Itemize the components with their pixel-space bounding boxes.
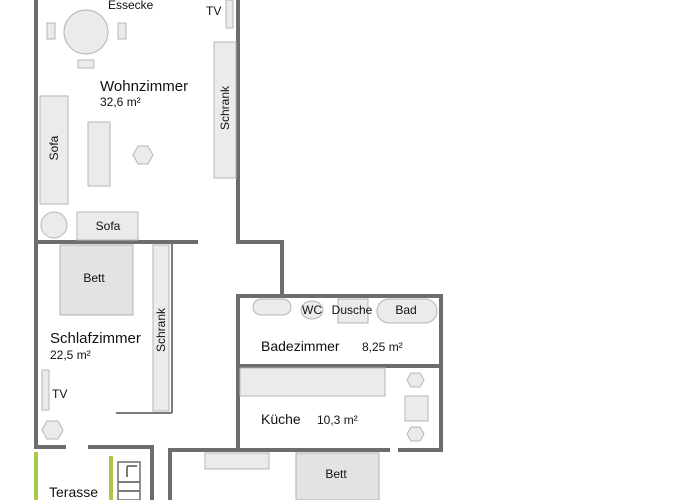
label-schrank-living: Schrank (218, 85, 232, 130)
room-name-badezimmer: Badezimmer (261, 338, 340, 354)
toilet (300, 300, 324, 320)
room-area-badezimmer: 8,25 m² (362, 340, 403, 354)
kitchen-hex-top (406, 372, 425, 388)
side-table-hex (132, 145, 154, 165)
sink (252, 298, 292, 316)
bedroom-furniture (41, 244, 170, 440)
bottom-counter (204, 452, 270, 470)
wardrobe-bedroom (152, 244, 170, 412)
labels: Essecke TV Schrank Wohnzimmer 32,6 m² So… (47, 0, 417, 500)
room-name-schlafzimmer: Schlafzimmer (50, 330, 141, 347)
shower (337, 298, 369, 324)
kitchen-table (404, 395, 429, 422)
bottom-furniture (117, 452, 380, 500)
bed-bedroom (59, 244, 134, 316)
bed-bottom (295, 452, 380, 500)
dining-chair-left (46, 22, 56, 40)
bathroom-furniture (252, 298, 438, 324)
label-schrank-bedroom: Schrank (154, 307, 168, 352)
label-tv-bedroom: TV (52, 387, 67, 401)
label-essecke: Essecke (108, 0, 154, 12)
label-dusche: Dusche (332, 303, 373, 317)
round-table (40, 211, 68, 239)
label-wc: WC (302, 303, 322, 317)
label-bad: Bad (395, 303, 416, 317)
wardrobe-living (213, 41, 237, 179)
sofa-vertical (39, 95, 69, 205)
room-area-kueche: 10,3 m² (317, 413, 358, 427)
dining-chair-right (117, 22, 127, 40)
tv-bedroom-furniture (41, 369, 50, 411)
room-area-schlafzimmer: 22,5 m² (50, 348, 91, 362)
kitchen-furniture (239, 367, 429, 442)
label-sofa-horizontal: Sofa (96, 219, 121, 233)
room-name-terasse: Terasse (49, 484, 98, 500)
label-bett-bedroom: Bett (83, 271, 105, 285)
label-sofa-vertical: Sofa (47, 135, 61, 160)
living-room-furniture (39, 0, 237, 241)
room-name-kueche: Küche (261, 411, 301, 427)
bedroom-side-hex (41, 420, 64, 440)
dining-table (63, 9, 109, 55)
coffee-table (87, 121, 111, 187)
walls (34, 0, 443, 500)
kitchen-counter (239, 367, 386, 397)
label-tv-living: TV (206, 4, 221, 18)
label-bett-bottom: Bett (325, 467, 347, 481)
tv-living-furniture (225, 0, 234, 29)
kitchen-hex-bottom (406, 426, 425, 442)
room-name-wohnzimmer: Wohnzimmer (100, 78, 188, 95)
dining-chair-bottom (77, 59, 95, 69)
sofa-horizontal (76, 211, 139, 241)
bathtub (376, 298, 438, 324)
room-area-wohnzimmer: 32,6 m² (100, 95, 141, 109)
